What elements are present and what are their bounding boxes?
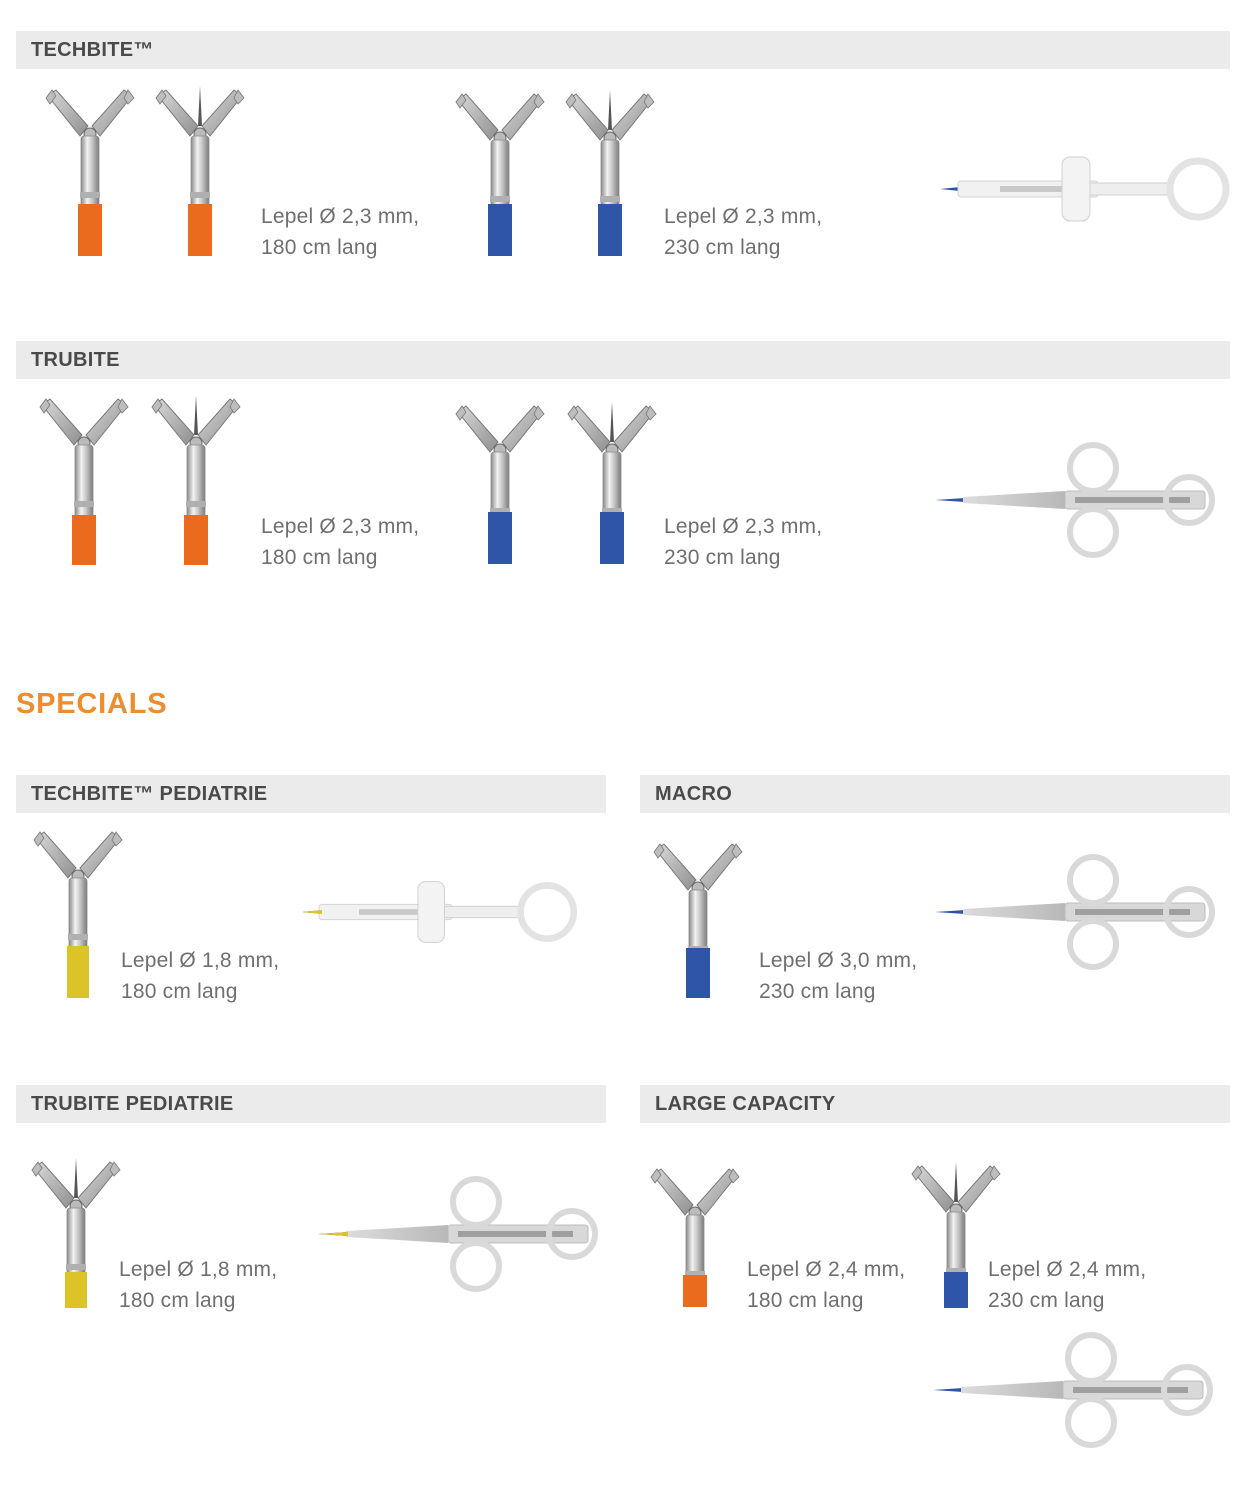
macro-handle-image bbox=[935, 912, 936, 913]
large-capacity-spec-180: Lepel Ø 2,4 mm,180 cm lang bbox=[747, 1258, 906, 1312]
forceps-blue-1-image bbox=[455, 93, 545, 256]
trubite-handle-image bbox=[935, 500, 936, 501]
trubite-forceps-orange-needle-image bbox=[151, 395, 241, 565]
trubite-forceps-blue-1-image bbox=[455, 405, 545, 564]
forceps-orange-1-image bbox=[45, 89, 135, 256]
macro-forceps-image bbox=[653, 843, 743, 998]
techbite-pediatrie-forceps-image bbox=[33, 831, 123, 998]
techbite-pediatrie-spec: Lepel Ø 1,8 mm,180 cm lang bbox=[121, 949, 280, 1003]
trubite-forceps-orange-1-image bbox=[39, 398, 129, 565]
techbite-spec-230: Lepel Ø 2,3 mm,230 cm lang bbox=[664, 205, 823, 259]
techbite-pediatrie-handle-image bbox=[302, 912, 303, 913]
trubite-forceps-blue-needle-image bbox=[567, 402, 657, 564]
section-header-large-capacity: LARGE CAPACITY bbox=[640, 1085, 1230, 1123]
trubite-spec-230: Lepel Ø 2,3 mm,230 cm lang bbox=[664, 515, 823, 569]
large-capacity-spec-230: Lepel Ø 2,4 mm,230 cm lang bbox=[988, 1258, 1147, 1312]
section-header-trubite: TRUBITE bbox=[16, 341, 1230, 379]
trubite-spec-180: Lepel Ø 2,3 mm,180 cm lang bbox=[261, 515, 420, 569]
techbite-handle-image bbox=[940, 189, 941, 190]
trubite-pediatrie-spec: Lepel Ø 1,8 mm,180 cm lang bbox=[119, 1258, 278, 1312]
techbite-spec-180: Lepel Ø 2,3 mm,180 cm lang bbox=[261, 205, 420, 259]
trubite-pediatrie-forceps-image bbox=[31, 1158, 121, 1308]
macro-spec: Lepel Ø 3,0 mm,230 cm lang bbox=[759, 949, 918, 1003]
specials-title: SPECIALS bbox=[16, 688, 168, 720]
forceps-blue-needle-image bbox=[565, 90, 655, 256]
trubite-pediatrie-handle-image bbox=[318, 1234, 319, 1235]
large-capacity-forceps-blue-image bbox=[911, 1162, 1001, 1308]
section-header-macro: MACRO bbox=[640, 775, 1230, 813]
section-header-trubite-pediatrie: TRUBITE PEDIATRIE bbox=[16, 1085, 606, 1123]
section-header-techbite-pediatrie: TECHBITE™ PEDIATRIE bbox=[16, 775, 606, 813]
large-capacity-forceps-orange-image bbox=[650, 1168, 740, 1307]
section-header-techbite: TECHBITE™ bbox=[16, 31, 1230, 69]
forceps-orange-needle-image bbox=[155, 86, 245, 256]
large-capacity-handle-image bbox=[933, 1390, 934, 1391]
